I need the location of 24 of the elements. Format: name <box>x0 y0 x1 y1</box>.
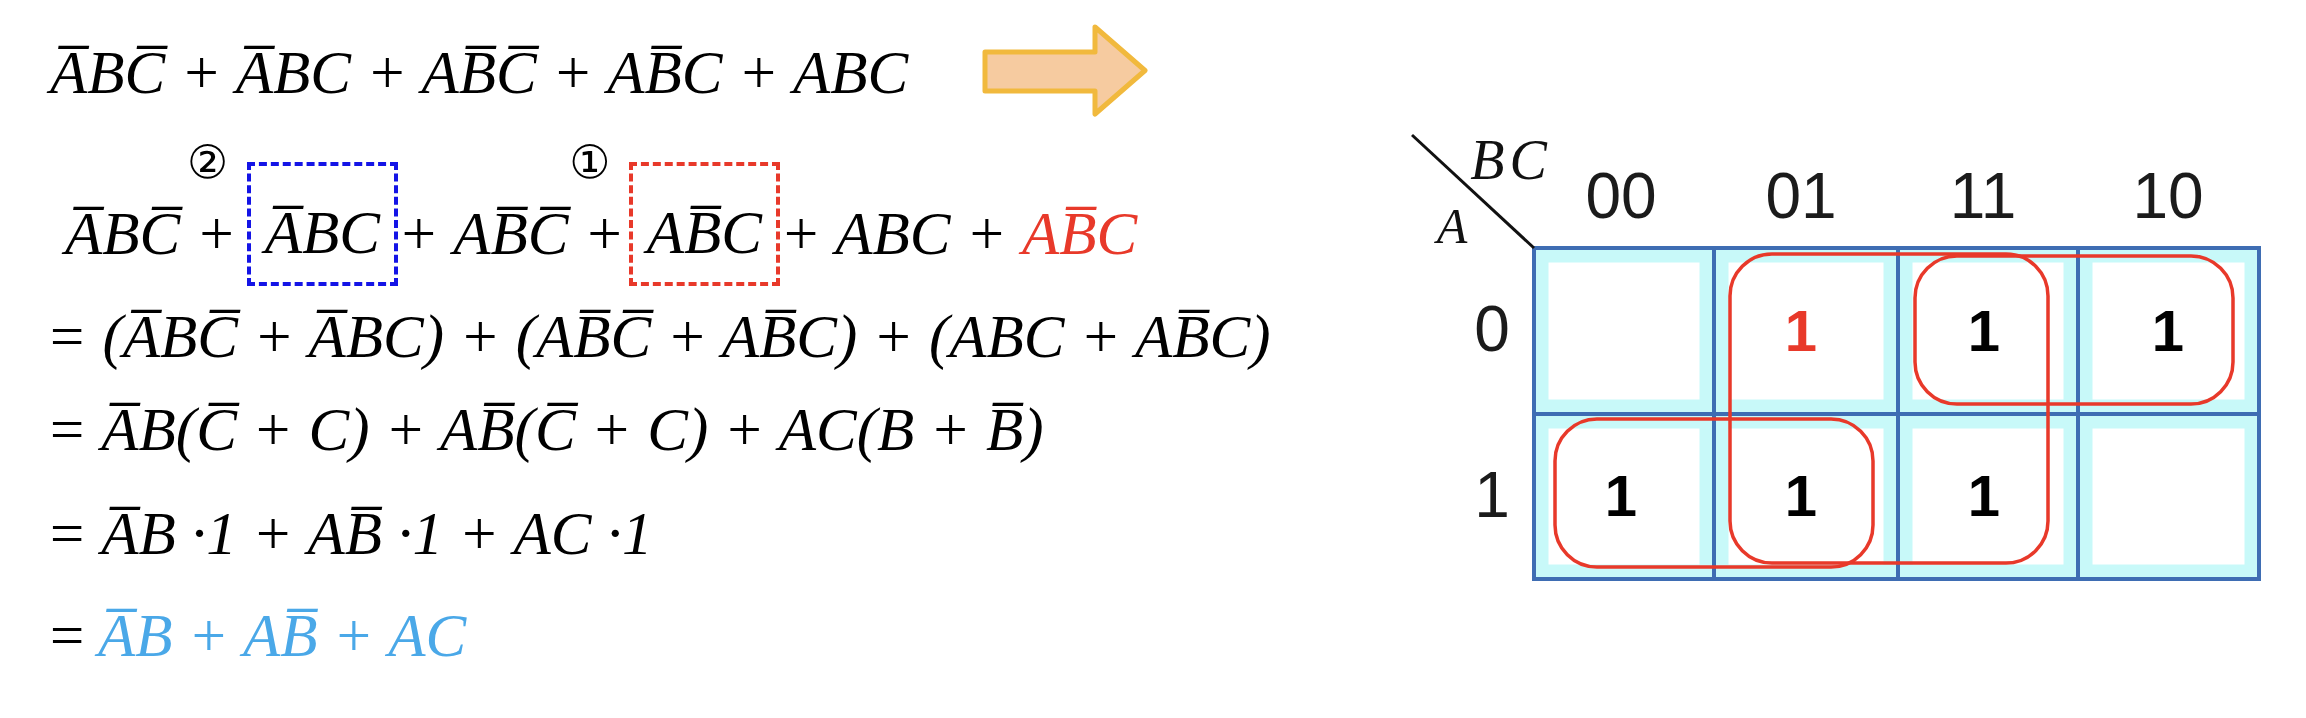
cell-value: 1 <box>1967 302 2001 360</box>
column-header: 00 <box>1585 164 1657 228</box>
circled-number: ① <box>569 139 611 185</box>
variable-label: A <box>1436 201 1468 251</box>
cell-value: 1 <box>1784 302 1818 360</box>
cell-value: 1 <box>1784 467 1818 525</box>
dashed-highlight-box <box>246 162 398 286</box>
circled-number: ② <box>187 139 229 185</box>
dashed-highlight-box <box>628 162 780 286</box>
equation-term: + AB̅C̅ + <box>397 199 625 269</box>
equation-line: = (A̅BC̅ + A̅BC) + (AB̅C̅ + AB̅C) + (ABC + AB̅C) <box>46 302 1271 372</box>
column-header: 11 <box>1949 164 2017 228</box>
equation-term: + ABC + <box>780 199 1007 269</box>
equals-sign: = <box>46 601 88 671</box>
cell-value: 1 <box>1967 467 2001 525</box>
row-header: 1 <box>1474 463 1510 527</box>
row-header: 0 <box>1474 297 1510 361</box>
equation-line: = A̅B(C̅ + C) + AB̅(C̅ + C) + AC(B + B̅) <box>46 395 1044 465</box>
equation-line: = A̅B ·1 + AB̅ ·1 + AC ·1 <box>46 499 653 569</box>
cell-value: 1 <box>1604 467 1638 525</box>
variable-label: BC <box>1470 132 1552 188</box>
cell-value: 1 <box>2151 302 2185 360</box>
column-header: 10 <box>2132 164 2204 228</box>
column-header: 01 <box>1765 164 1837 228</box>
